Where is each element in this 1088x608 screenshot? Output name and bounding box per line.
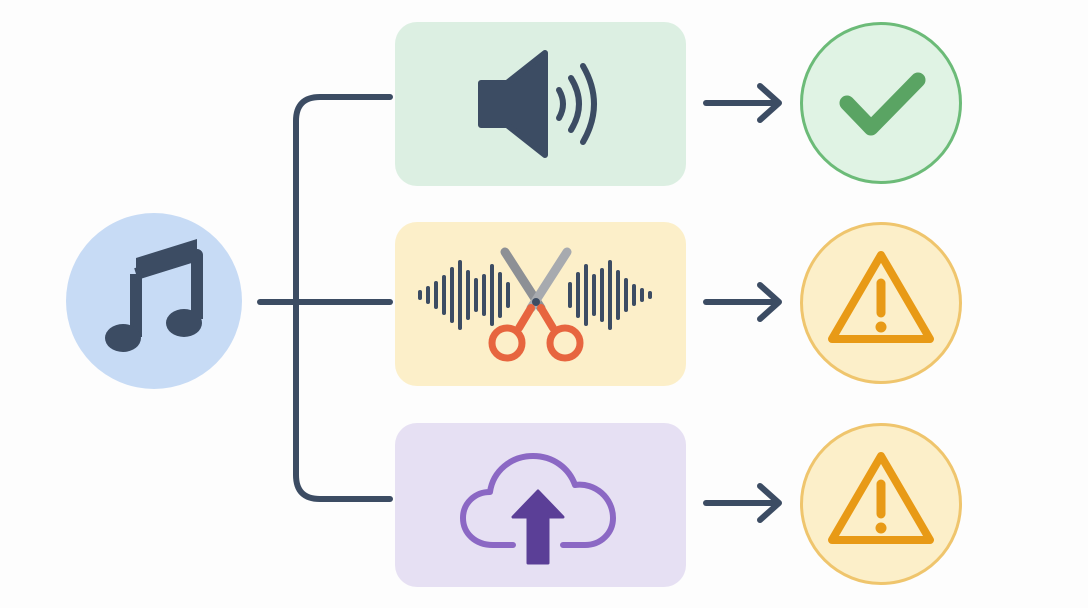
- checkmark-icon: [839, 72, 926, 136]
- warning-icon: [828, 251, 934, 343]
- arrow-to-status-3: [703, 483, 782, 523]
- scissors: [488, 247, 584, 362]
- audio-trim-scissors-icon: [418, 247, 652, 362]
- connector-bracket: [293, 94, 393, 502]
- status-success-circle: [800, 22, 962, 184]
- waveform: [418, 260, 652, 330]
- music-note-icon: [105, 239, 203, 352]
- status-warning-circle-1: [800, 222, 962, 384]
- warning-icon: [828, 452, 934, 544]
- arrow-to-status-2: [703, 282, 782, 322]
- upload-step-box: [395, 423, 686, 587]
- status-warning-circle-2: [800, 423, 962, 585]
- cloud-upload-icon: [460, 453, 616, 565]
- trim-step-box: [395, 222, 686, 386]
- speaker-icon: [478, 50, 597, 158]
- arrow-to-status-1: [703, 83, 782, 123]
- playback-step-box: [395, 22, 686, 186]
- audio-source-node: [66, 213, 242, 389]
